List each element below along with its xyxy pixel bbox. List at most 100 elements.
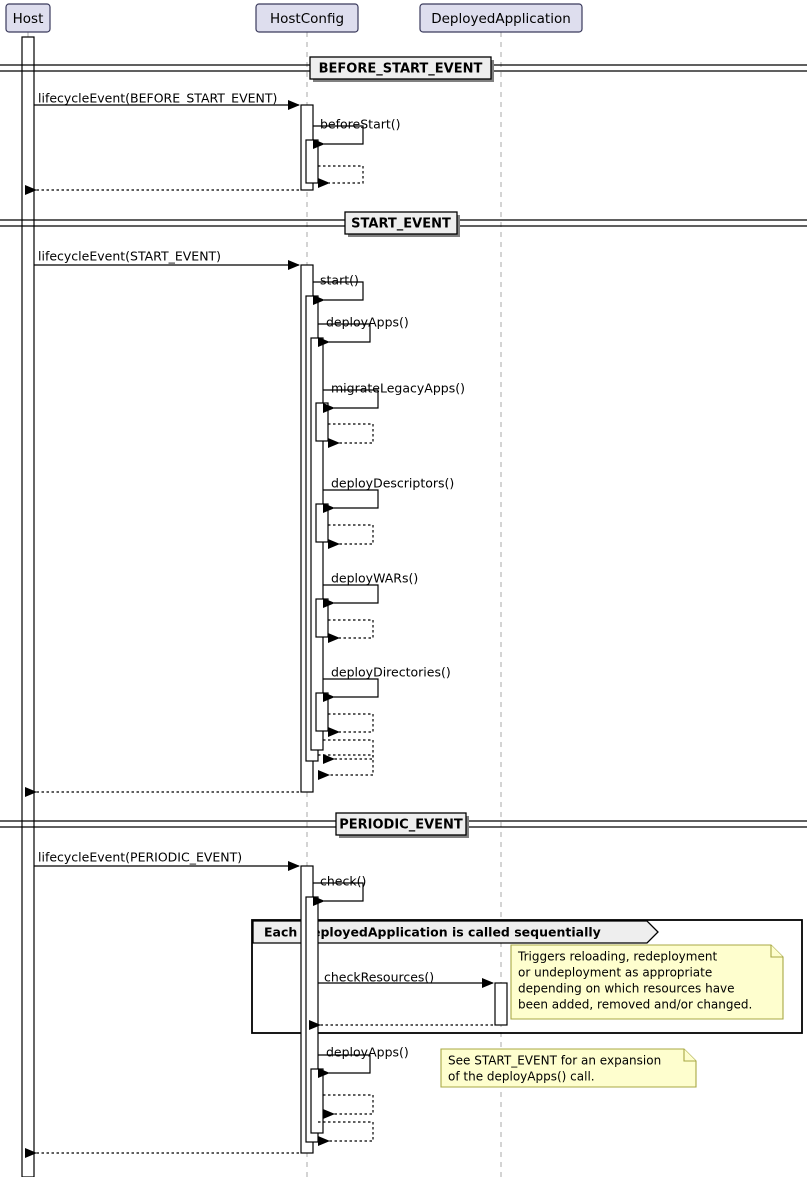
message-path-self <box>328 713 374 737</box>
msg-migratelegacyapps: migrateLegacyApps() <box>323 381 465 413</box>
participant-host[interactable]: Host <box>5 3 51 33</box>
message-label: beforeStart() <box>320 117 401 132</box>
message-path-self <box>318 1121 374 1146</box>
activation-bar <box>310 337 324 751</box>
msg-lifecycle-periodic: lifecycleEvent(PERIODIC_EVENT) <box>34 850 300 871</box>
message-path-self <box>323 678 379 702</box>
message-path-self <box>313 882 364 906</box>
activation-bar <box>315 402 329 442</box>
msg-migratelegacyapps-return <box>328 423 374 448</box>
divider-start: START_EVENT <box>0 211 807 237</box>
message-path-self <box>318 165 364 188</box>
msg-start-return <box>318 754 374 780</box>
note-fold-corner <box>770 945 783 958</box>
msg-deploywars: deployWARs() <box>323 571 418 608</box>
participant-box[interactable] <box>5 3 51 33</box>
message-path-self <box>328 423 374 448</box>
message-label: deployDescriptors() <box>331 476 454 491</box>
message-label: lifecycleEvent(PERIODIC_EVENT) <box>38 850 242 865</box>
participants-layer: Host HostConfig DeployedApplication <box>5 3 583 33</box>
note-line: Triggers reloading, redeployment <box>517 950 717 964</box>
divider-label: PERIODIC_EVENT <box>339 818 463 833</box>
frame-loop-deployedapplication: Each DeployedApplication is called seque… <box>251 919 803 1034</box>
participant-deployedapplication[interactable]: DeployedApplication <box>419 3 583 33</box>
message-path-self <box>323 489 379 513</box>
note-line: depending on which resources have <box>518 982 735 996</box>
message-label: start() <box>320 273 359 288</box>
msg-deploydescriptors-return <box>328 524 374 549</box>
participant-box[interactable] <box>255 3 359 33</box>
divider-label: START_EVENT <box>351 217 451 232</box>
msg-beforestart: beforeStart() <box>313 117 401 149</box>
msg-beforestart-return <box>318 165 364 188</box>
msg-lifecycle-start: lifecycleEvent(START_EVENT) <box>34 249 300 270</box>
frame-tab-shape <box>252 920 659 944</box>
msg-deploywars-return <box>328 619 374 643</box>
message-label: checkResources() <box>324 970 434 985</box>
message-label: migrateLegacyApps() <box>331 381 465 396</box>
activation-bar <box>315 598 329 638</box>
msg-check: check() <box>313 874 366 906</box>
divider-label: BEFORE_START_EVENT <box>319 62 483 77</box>
note-line: been added, removed and/or changed. <box>518 998 752 1012</box>
note-body <box>510 944 784 1020</box>
divider-before-start: BEFORE_START_EVENT <box>0 56 807 82</box>
message-path-self <box>313 281 364 305</box>
msg-deploydirectories-return <box>328 713 374 737</box>
message-label: deployApps() <box>326 315 409 330</box>
message-path-self <box>318 323 371 347</box>
note-line: See START_EVENT for an expansion <box>448 1054 661 1068</box>
msg-start: start() <box>313 273 364 305</box>
participant-label: HostConfig <box>270 11 344 27</box>
message-label: lifecycleEvent(START_EVENT) <box>38 249 221 264</box>
message-label: deployApps() <box>326 1045 409 1060</box>
dividers-layer: BEFORE_START_EVENT START_EVENT PERIODIC_EV… <box>0 56 807 838</box>
activation-bar <box>494 982 508 1026</box>
activation-bar <box>315 692 329 732</box>
participant-hostconfig[interactable]: HostConfig <box>255 3 359 33</box>
message-path-self <box>323 1094 374 1119</box>
msg-deployapps-1: deployApps() <box>318 315 409 347</box>
messages-layer: lifecycleEvent(BEFORE_START_EVENT)before… <box>25 91 494 1158</box>
msg-deploydescriptors: deployDescriptors() <box>323 476 454 513</box>
participant-label: DeployedApplication <box>431 11 571 27</box>
msg-deployapps-2: deployApps() <box>318 1045 409 1078</box>
message-path-self <box>323 389 379 413</box>
msg-checkresources: checkResources() <box>318 970 494 988</box>
message-label: deployDirectories() <box>331 665 451 680</box>
message-label: deployWARs() <box>331 571 418 586</box>
participant-box[interactable] <box>419 3 583 33</box>
message-path-self <box>318 754 374 780</box>
activation-bar <box>315 503 329 543</box>
message-path-self <box>313 125 364 149</box>
message-path-self <box>318 1054 371 1078</box>
note-deployapps: See START_EVENT for an expansion of the d… <box>440 1048 697 1088</box>
divider-box <box>335 812 467 836</box>
msg-check-return <box>318 1121 374 1146</box>
lifelines-layer <box>27 32 502 1177</box>
frame-border <box>251 919 803 1034</box>
msg-deployapps-1-return <box>323 739 374 764</box>
message-path-self <box>323 584 379 608</box>
msg-deployapps-2-return <box>323 1094 374 1119</box>
divider-box <box>309 56 492 80</box>
note-line: of the deployApps() call. <box>448 1070 595 1084</box>
message-path-self <box>323 739 374 764</box>
divider-periodic: PERIODIC_EVENT <box>0 812 807 838</box>
frame-label: Each DeployedApplication is called seque… <box>264 925 601 940</box>
message-label: lifecycleEvent(BEFORE_START_EVENT) <box>38 91 277 106</box>
activations-layer <box>21 36 508 1177</box>
message-label: check() <box>320 874 366 889</box>
participant-label: Host <box>13 11 44 27</box>
note-body <box>440 1048 697 1088</box>
activation-bar <box>310 1068 324 1134</box>
note-fold-corner <box>683 1049 696 1062</box>
activation-bar <box>21 36 35 1177</box>
msg-lifecycle-before-start: lifecycleEvent(BEFORE_START_EVENT) <box>34 91 300 110</box>
msg-deploydirectories: deployDirectories() <box>323 665 451 702</box>
message-path-self <box>328 524 374 549</box>
